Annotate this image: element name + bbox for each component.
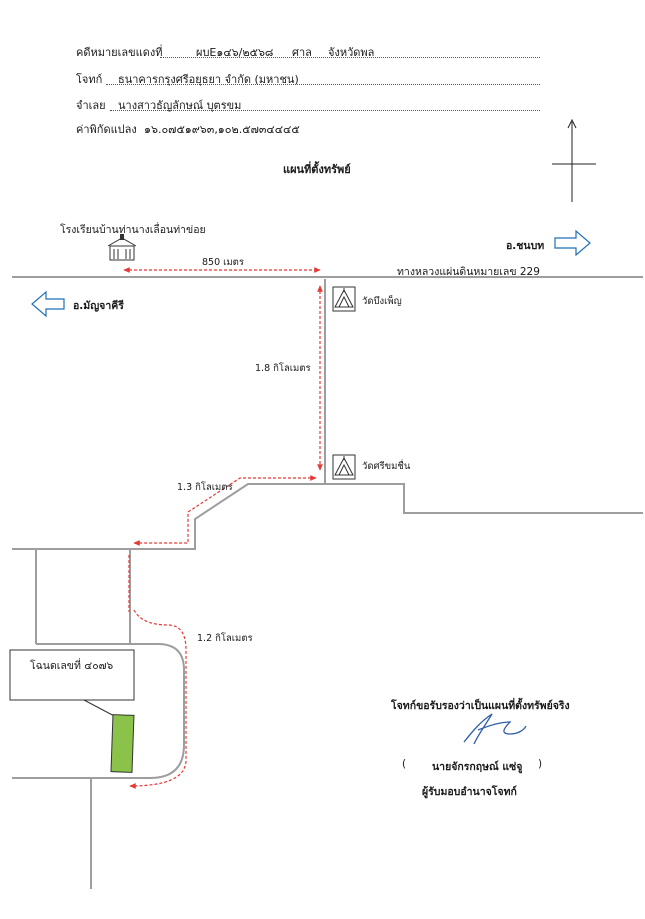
plaintiff-value: ธนาคารกรุงศรีอยุธยา จำกัด (มหาชน) bbox=[118, 73, 299, 86]
coordinates-value: ๑๖.๐๗๕๑๙๖๓,๑๐๒.๕๗๓๔๔๔๕ bbox=[144, 123, 300, 136]
paren-open: ( bbox=[402, 758, 407, 770]
east-arrow-icon bbox=[554, 229, 591, 257]
case-number-value: ผบE๑๔๖/๒๕๖๘ bbox=[196, 46, 274, 59]
west-direction-label: อ.มัญจาคีรี bbox=[73, 300, 124, 312]
highway-label: ทางหลวงแผ่นดินหมายเลข 229 bbox=[397, 266, 540, 278]
signer-name: นายจักรกฤษณ์ แซ่จู bbox=[432, 761, 523, 773]
signature bbox=[463, 713, 527, 745]
temple-si-khom-chuen-label: วัดศรีขมชื่น bbox=[362, 461, 411, 472]
plaintiff-label: โจทก์ bbox=[76, 73, 103, 86]
plaintiff-dotline bbox=[106, 84, 540, 85]
defendant-label: จำเลย bbox=[76, 99, 106, 112]
temple-icon bbox=[332, 286, 356, 312]
east-direction-label: อ.ชนบท bbox=[506, 240, 545, 252]
case-number-label: คดีหมายเลขแดงที่ bbox=[76, 46, 163, 59]
west-arrow-icon bbox=[31, 290, 65, 318]
court-value: จังหวัดพล bbox=[328, 46, 375, 59]
deed-number-label: โฉนดเลขที่ ๔๐๗๖ bbox=[30, 660, 114, 672]
distance-850m-label: 850 เมตร bbox=[202, 257, 244, 268]
coordinates-label: ค่าพิกัดแปลง bbox=[76, 123, 137, 136]
certification-statement: โจทก์ขอรับรองว่าเป็นแผนที่ตั้งทรัพย์จริง bbox=[391, 700, 570, 712]
land-parcel bbox=[110, 714, 135, 773]
temple-bueng-phen-label: วัดบึงเพ็ญ bbox=[362, 296, 402, 307]
case-number-dotline bbox=[160, 57, 540, 58]
distance-1-2km-label: 1.2 กิโลเมตร bbox=[197, 633, 253, 644]
deed-callout-pointer bbox=[83, 699, 119, 719]
road-network bbox=[12, 276, 643, 889]
north-arrow-icon bbox=[552, 118, 596, 202]
school-icon bbox=[107, 234, 137, 261]
route-path bbox=[123, 267, 323, 789]
temple-icon bbox=[332, 454, 356, 480]
defendant-value: นางสาวธัญลักษณ์ บุตรขม bbox=[118, 99, 242, 112]
deed-callout-box bbox=[9, 649, 135, 701]
school-label: โรงเรียนบ้านท่านางเลื่อนท่าข่อย bbox=[60, 224, 206, 236]
distance-1-8km-label: 1.8 กิโลเมตร bbox=[255, 363, 311, 374]
paren-close: ) bbox=[538, 758, 543, 770]
defendant-dotline bbox=[110, 110, 540, 111]
court-label: ศาล bbox=[292, 46, 312, 59]
distance-1-3km-label: 1.3 กิโลเมตร bbox=[177, 482, 233, 493]
signer-role: ผู้รับมอบอำนาจโจทก์ bbox=[422, 786, 517, 798]
map-title: แผนที่ตั้งทรัพย์ bbox=[283, 163, 351, 176]
